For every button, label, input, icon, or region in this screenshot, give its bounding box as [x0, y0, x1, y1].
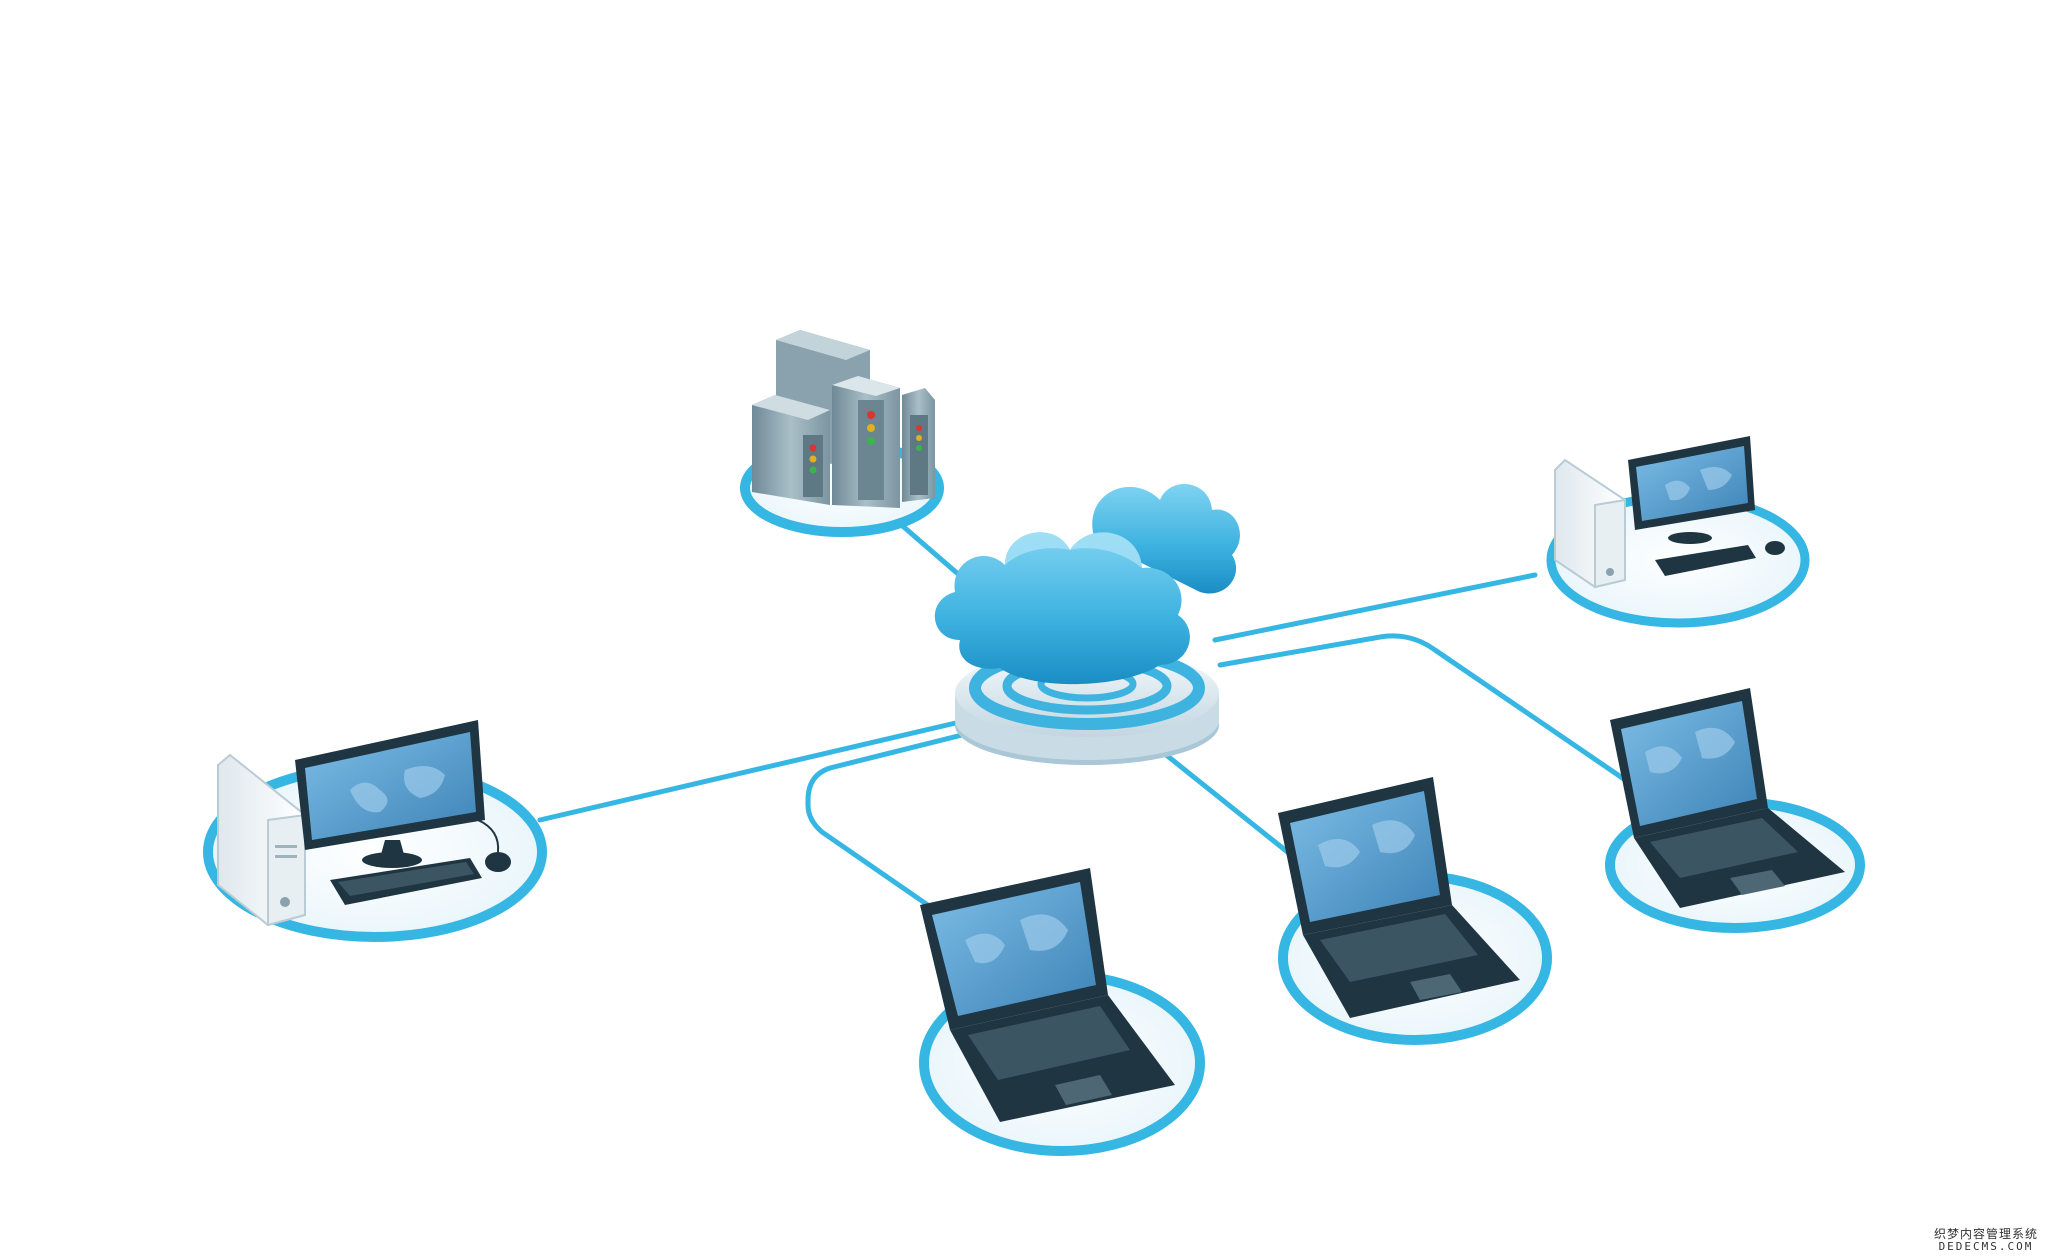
- cloud-hub: [934, 483, 1240, 765]
- desktop-computer-icon: [217, 720, 511, 927]
- link-laptop-3: [1217, 633, 1643, 793]
- laptop-icon: [1278, 777, 1520, 1018]
- link-desktop-right: [1212, 572, 1538, 643]
- link-laptop-2: [1147, 739, 1313, 873]
- watermark-line-2: DEDECMS.COM: [1938, 1240, 2034, 1254]
- connection-lines: [537, 512, 1643, 913]
- laptop-icon: [1610, 688, 1845, 908]
- laptop-1-node: [919, 868, 1205, 1156]
- server-node: [740, 330, 944, 537]
- desktop-right-node: [1546, 436, 1810, 628]
- watermark-line-1: 织梦内容管理系统: [1933, 1226, 2038, 1241]
- link-desktop-left: [537, 719, 963, 823]
- link-laptop-1: [805, 725, 993, 913]
- watermark: 织梦内容管理系统 DEDECMS.COM: [1933, 1226, 2038, 1254]
- server-rack-icon: [752, 330, 935, 508]
- desktop-left-node: [203, 720, 547, 942]
- desktop-computer-icon: [1554, 436, 1785, 589]
- laptop-3-node: [1605, 688, 1865, 933]
- cloud-icon: [934, 483, 1240, 685]
- laptop-icon: [920, 868, 1175, 1122]
- laptop-2-node: [1278, 777, 1552, 1045]
